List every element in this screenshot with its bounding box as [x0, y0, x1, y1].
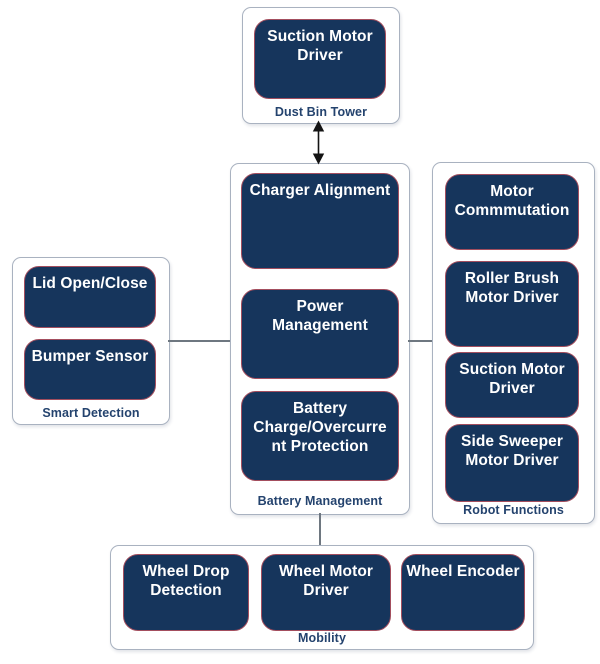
block-battery-charge-overcurrent-protection: Battery Charge/Overcurre nt Protection — [241, 391, 399, 481]
block-wheel-encoder: Wheel Encoder — [401, 554, 525, 631]
group-label-smart-detection: Smart Detection — [42, 406, 140, 420]
bidirectional-arrow-icon — [312, 120, 325, 165]
group-label-mobility: Mobility — [297, 631, 347, 645]
group-label-battery-management: Battery Management — [257, 494, 383, 508]
block-lid-open-close: Lid Open/Close — [24, 266, 156, 328]
block-roller-brush-motor-driver: Roller Brush Motor Driver — [445, 261, 579, 347]
block-suction-motor-driver-right: Suction Motor Driver — [445, 352, 579, 418]
connector-battery-to-robot — [408, 340, 432, 342]
group-dust-bin-tower: Suction Motor Driver Dust Bin Tower — [242, 7, 400, 124]
group-mobility: Wheel Drop Detection Wheel Motor Driver … — [110, 545, 534, 650]
group-label-dust-bin-tower: Dust Bin Tower — [274, 105, 368, 119]
block-motor-commmutation: Motor Commmutation — [445, 174, 579, 250]
block-wheel-drop-detection: Wheel Drop Detection — [123, 554, 249, 631]
block-power-management: Power Management — [241, 289, 399, 379]
group-robot-functions: Motor Commmutation Roller Brush Motor Dr… — [432, 162, 595, 524]
block-side-sweeper-motor-driver: Side Sweeper Motor Driver — [445, 424, 579, 502]
block-bumper-sensor: Bumper Sensor — [24, 339, 156, 400]
group-battery-management: Charger Alignment Power Management Batte… — [230, 163, 410, 515]
group-smart-detection: Lid Open/Close Bumper Sensor Smart Detec… — [12, 257, 170, 425]
block-wheel-motor-driver: Wheel Motor Driver — [261, 554, 391, 631]
group-label-robot-functions: Robot Functions — [463, 503, 564, 517]
connector-battery-to-mobility — [319, 513, 321, 545]
block-charger-alignment: Charger Alignment — [241, 173, 399, 269]
connector-smart-to-battery — [168, 340, 230, 342]
block-suction-motor-driver-top: Suction Motor Driver — [254, 19, 386, 99]
